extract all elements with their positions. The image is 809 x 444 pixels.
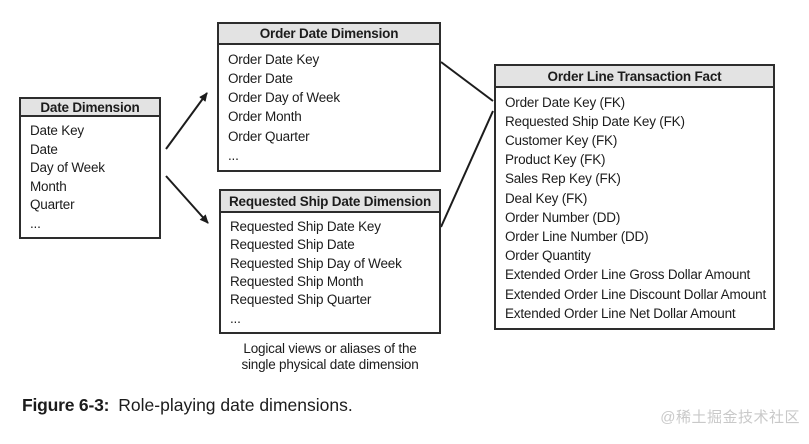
table-row: Customer Key (FK): [505, 133, 618, 149]
note-line-2: single physical date dimension: [241, 357, 419, 372]
table-row: Requested Ship Day of Week: [230, 255, 402, 271]
arrow-date-to-order-date: [165, 92, 208, 150]
table-title: Date Dimension: [21, 99, 159, 117]
table-row: Requested Ship Date Key: [230, 218, 381, 234]
note-text: Logical views or aliases of the single p…: [204, 341, 456, 373]
table-row: Order Date Key (FK): [505, 94, 625, 110]
table-row: Order Line Number (DD): [505, 229, 649, 244]
table-rows: Requested Ship Date Key Requested Ship D…: [221, 213, 439, 332]
table-rows: Date Key Date Day of Week Month Quarter …: [21, 117, 159, 237]
line-order-date-to-fact: [440, 61, 494, 102]
table-rows: Order Date Key (FK) Requested Ship Date …: [496, 88, 773, 328]
table-row: Order Day of Week: [228, 90, 340, 106]
table-row: Requested Ship Month: [230, 273, 364, 289]
table-row: Month: [30, 178, 67, 194]
caption-label: Figure 6-3:: [22, 395, 110, 415]
table-requested-ship-date-dimension: Requested Ship Date Dimension Requested …: [219, 189, 441, 334]
figure-caption: Figure 6-3: Role-playing date dimensions.: [22, 395, 353, 416]
table-title: Requested Ship Date Dimension: [221, 191, 439, 213]
table-row: Extended Order Line Net Dollar Amount: [505, 305, 736, 321]
watermark: @稀土掘金技术社区: [660, 409, 800, 426]
table-order-line-transaction-fact: Order Line Transaction Fact Order Date K…: [494, 64, 775, 330]
table-row: Order Number (DD): [505, 209, 621, 225]
table-row: Extended Order Line Discount Dollar Amou…: [505, 286, 766, 302]
table-row: Extended Order Line Gross Dollar Amount: [505, 267, 751, 283]
table-row: Requested Ship Quarter: [230, 292, 372, 308]
table-row: Day of Week: [30, 160, 105, 175]
table-row: Order Quarter: [228, 128, 310, 144]
table-rows: Order Date Key Order Date Order Day of W…: [219, 45, 439, 170]
line-requested-ship-to-fact: [440, 110, 494, 228]
table-row: Date: [30, 141, 58, 157]
table-row: Order Quantity: [505, 248, 591, 264]
table-title: Order Line Transaction Fact: [496, 66, 773, 88]
table-row: ...: [228, 147, 239, 163]
table-row: Quarter: [30, 197, 75, 212]
table-row: ...: [30, 215, 41, 231]
table-row: Date Key: [30, 123, 84, 138]
arrow-date-to-requested-ship: [165, 175, 209, 224]
table-row: Requested Ship Date Key (FK): [505, 113, 685, 129]
table-row: ...: [230, 310, 241, 326]
table-date-dimension: Date Dimension Date Key Date Day of Week…: [19, 97, 161, 239]
table-row: Sales Rep Key (FK): [505, 171, 621, 187]
table-row: Order Date: [228, 70, 293, 86]
caption-text: Role-playing date dimensions.: [118, 395, 353, 415]
table-row: Requested Ship Date: [230, 237, 355, 253]
note-line-1: Logical views or aliases of the: [243, 341, 417, 356]
table-order-date-dimension: Order Date Dimension Order Date Key Orde…: [217, 22, 441, 172]
table-row: Deal Key (FK): [505, 190, 588, 206]
table-row: Order Date Key: [228, 51, 319, 67]
table-title: Order Date Dimension: [219, 24, 439, 45]
table-row: Order Month: [228, 109, 302, 125]
table-row: Product Key (FK): [505, 152, 606, 168]
